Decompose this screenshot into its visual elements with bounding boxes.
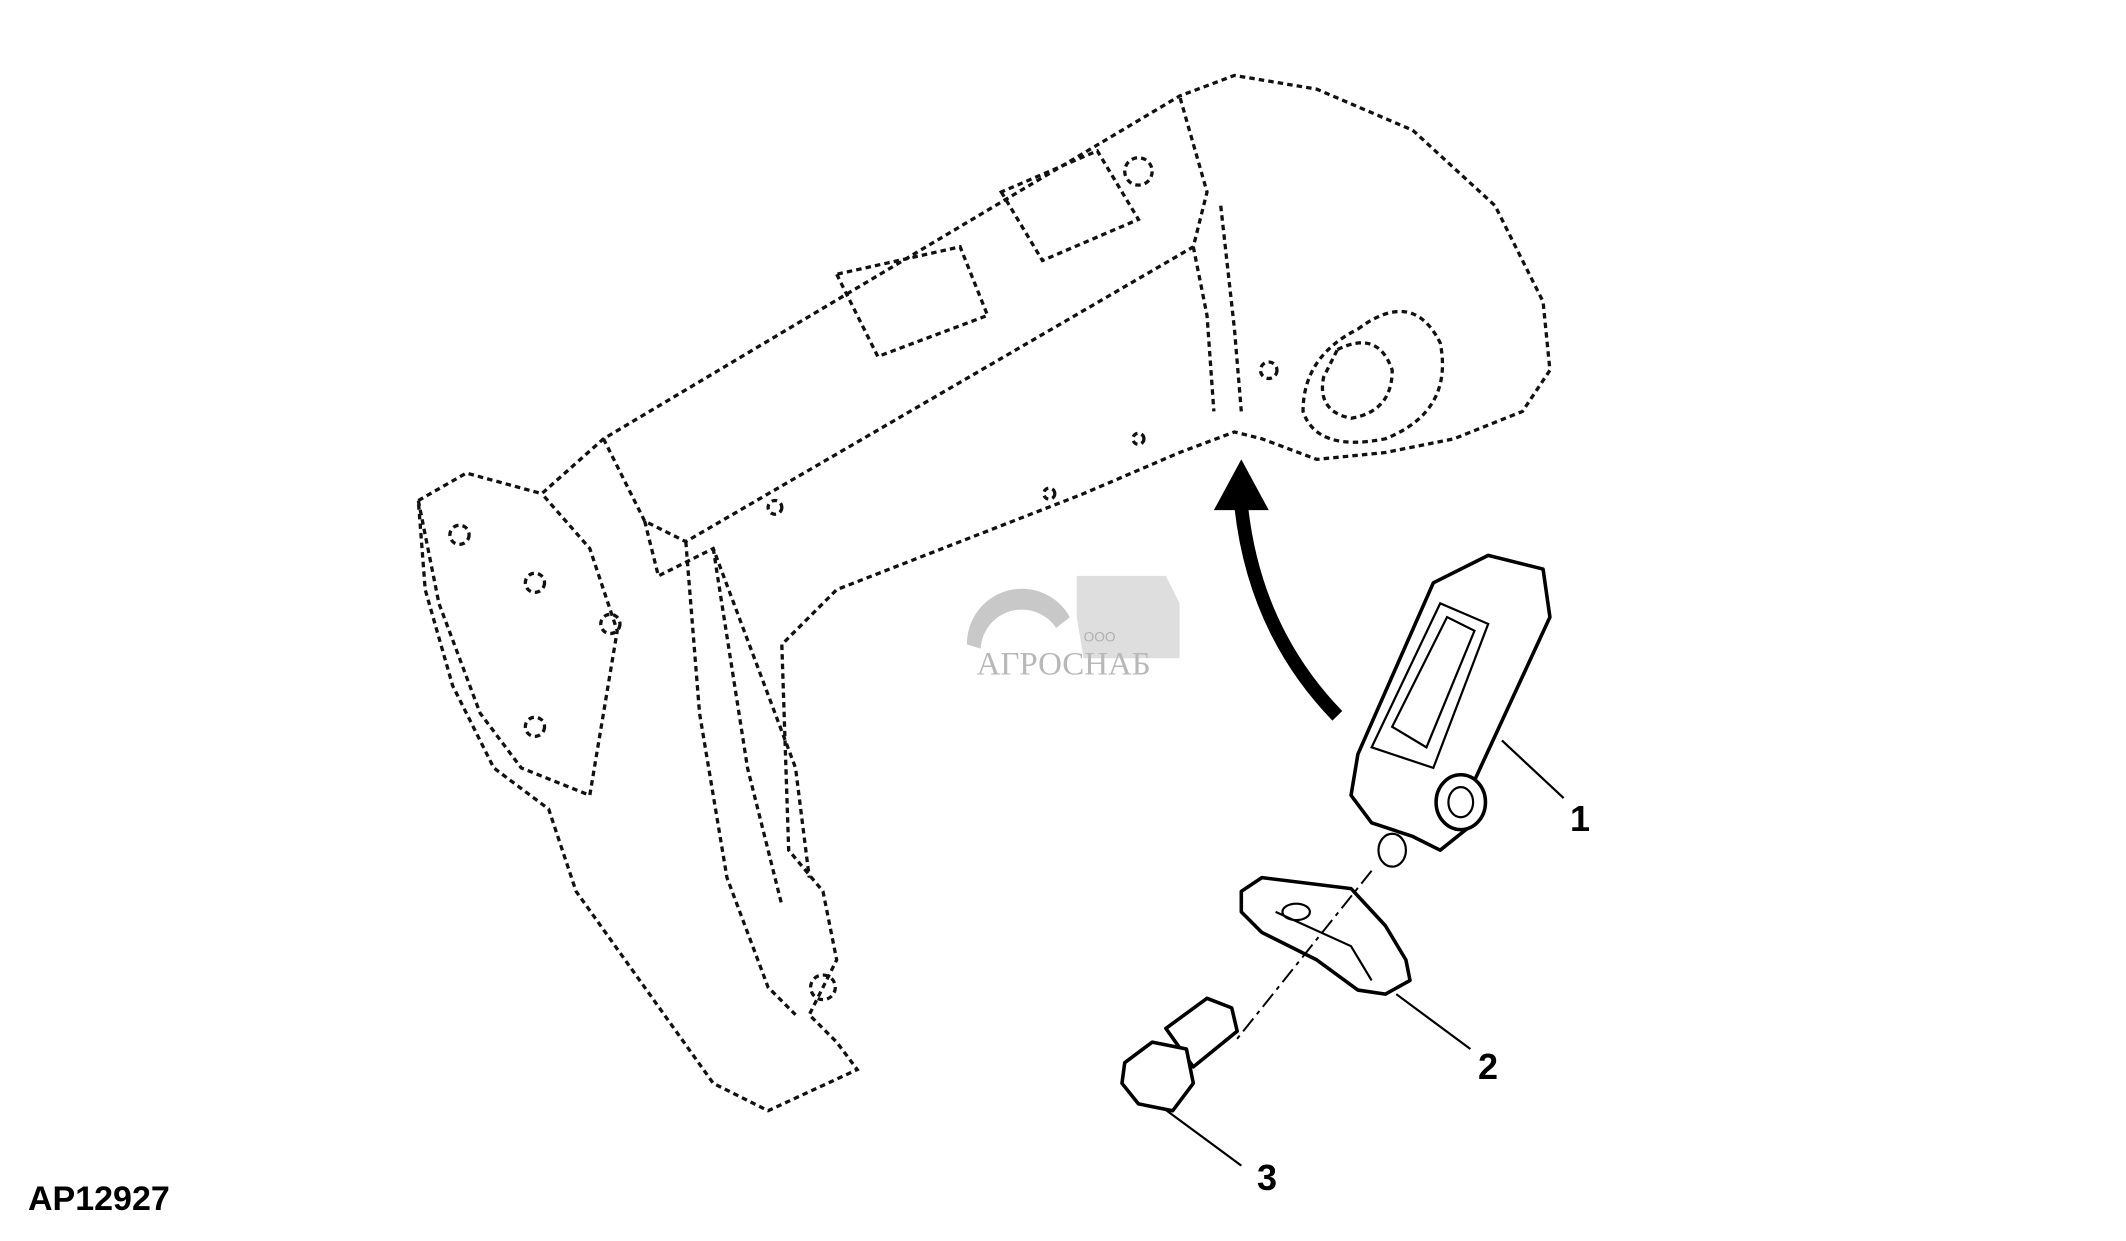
watermark-prefix: ООО: [1084, 630, 1116, 645]
part-2-clamp: [1239, 875, 1412, 996]
part-1-rocker-arm: [1349, 553, 1552, 868]
callout-1: 1: [1570, 798, 1591, 839]
callout-2: 2: [1478, 1046, 1499, 1087]
centerline: [1233, 870, 1373, 1043]
install-direction-arrow: [1213, 459, 1343, 721]
housing-outline: [416, 73, 1552, 1113]
leader-line-3: [1162, 1107, 1242, 1167]
watermark-brand: АГРОСНАБ: [977, 647, 1151, 683]
leader-line-1: [1501, 739, 1565, 799]
leader-line-2: [1395, 993, 1472, 1050]
watermark-logo: ООО АГРОСНАБ: [966, 575, 1180, 683]
part-3-shoulder-bolt: [1120, 996, 1239, 1113]
figure-id: AP12927: [28, 1180, 170, 1218]
callout-3: 3: [1257, 1157, 1278, 1198]
